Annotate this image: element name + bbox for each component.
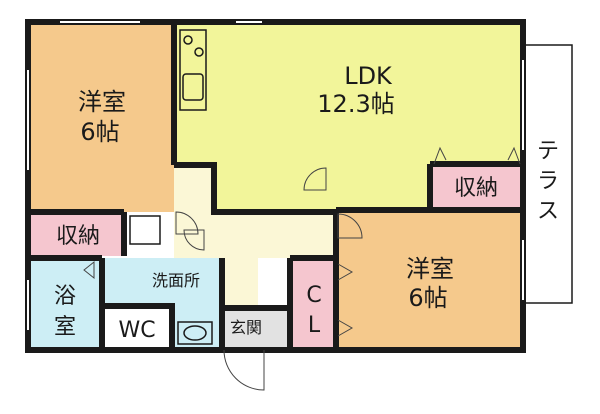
storage-left-label: 収納 [56, 224, 100, 249]
storage-right-fill [430, 164, 523, 208]
door-right-room [337, 213, 363, 239]
western-room-left-size: 6帖 [80, 118, 119, 146]
door-bath [83, 260, 95, 280]
toilet-fill [102, 306, 172, 350]
ldk-name: LDK [344, 62, 393, 90]
entrance-label: 玄関 [230, 318, 262, 337]
terrace-area [522, 44, 573, 304]
western-room-right-fill [336, 212, 523, 350]
kitchen-counter [179, 29, 207, 111]
bathroom-fill [28, 258, 102, 350]
stove-burner-2 [194, 47, 204, 57]
washbasin-bowl [183, 325, 207, 341]
interior-walls [28, 22, 523, 350]
closet-doors [337, 263, 354, 337]
door-ldk-hall [303, 167, 327, 191]
toilet-label: WC [118, 318, 155, 343]
storage-right-doors [433, 146, 521, 165]
outer-walls [25, 19, 526, 353]
closet-label-1: C [306, 283, 321, 308]
western-room-right-name: 洋室 [406, 255, 454, 283]
closet-fill [290, 258, 338, 350]
entrance-fill [222, 308, 290, 350]
storage-right-label: 収納 [454, 176, 498, 201]
door-washroom [183, 229, 205, 251]
terrace-label-3: ス [537, 199, 559, 224]
ldk-size: 12.3帖 [317, 90, 394, 118]
storage-left-fill [28, 212, 124, 256]
washer-space [129, 215, 161, 245]
western-room-left-name: 洋室 [78, 88, 126, 116]
terrace-label-1: テ [537, 139, 559, 164]
western-room-left-fill [28, 22, 174, 212]
bathroom-label-1: 浴 [54, 284, 76, 309]
washroom-label: 洗面所 [152, 271, 200, 290]
closet-label-2: L [308, 313, 321, 338]
stove-burner-1 [183, 35, 193, 45]
kitchen-sink [182, 73, 204, 101]
door-entrance [223, 349, 265, 391]
terrace-label-2: ラ [537, 169, 559, 194]
washbasin [177, 321, 213, 345]
western-room-right-size: 6帖 [408, 284, 447, 312]
door-left-room [175, 211, 199, 235]
hall-fill [174, 165, 336, 308]
bathroom-label-2: 室 [54, 315, 76, 340]
